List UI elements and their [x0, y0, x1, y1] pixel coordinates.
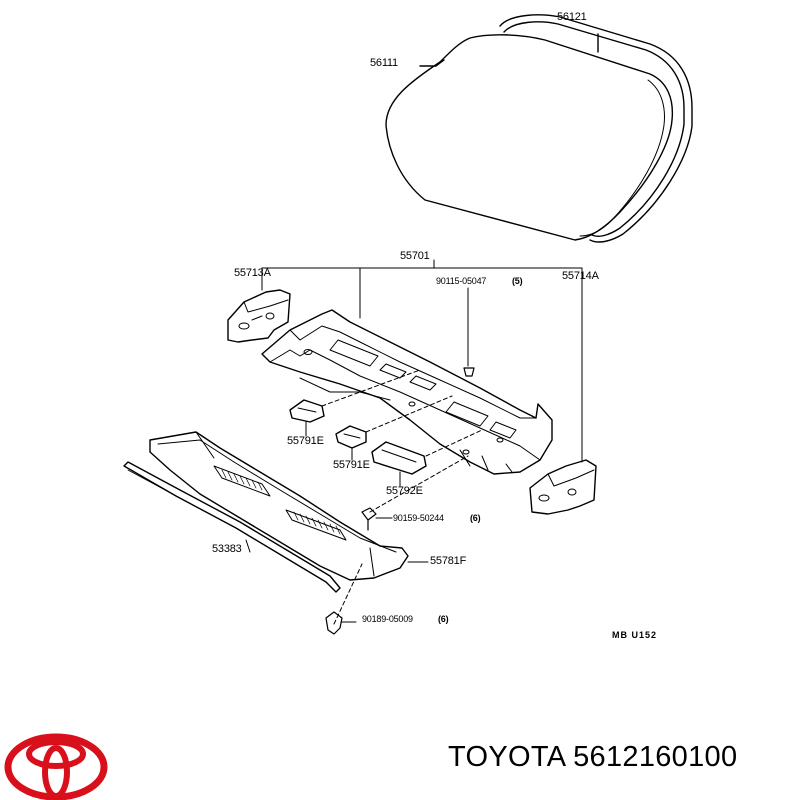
qty-90159-50244: (6) — [470, 513, 481, 523]
cowl-top-panel — [261, 309, 553, 475]
qty-90115-05047: (5) — [512, 276, 523, 286]
left-bracket — [227, 289, 291, 343]
windshield-molding — [499, 14, 693, 243]
diagram-reference: MB U152 — [612, 630, 658, 640]
retainer-55792 — [371, 441, 427, 485]
bolt — [361, 507, 393, 531]
clip — [325, 611, 357, 635]
retainer-55791-b — [335, 425, 367, 461]
assembly-lines — [321, 369, 483, 625]
label-56121: 56121 — [557, 11, 587, 23]
label-55701: 55701 — [400, 250, 430, 262]
label-90115-05047: 90115-05047 — [436, 276, 487, 286]
right-bracket — [529, 459, 597, 515]
toyota-logo-icon — [4, 733, 108, 800]
qty-90189-05009: (6) — [438, 614, 449, 624]
label-55713A: 55713A — [234, 267, 271, 279]
label-55792E: 55792E — [386, 485, 423, 497]
label-55714A: 55714A — [562, 270, 599, 282]
leader-56111 — [419, 59, 445, 67]
cowl-louver — [149, 431, 409, 581]
label-leaders — [245, 431, 429, 563]
part-caption: TOYOTA 5612160100 — [448, 741, 738, 773]
label-56111: 56111 — [370, 57, 398, 69]
windshield-inner-edge — [579, 79, 665, 237]
label-90159-50244: 90159-50244 — [393, 513, 444, 523]
label-90189-05009: 90189-05009 — [362, 614, 413, 624]
label-53383: 53383 — [212, 543, 242, 555]
leader-55701 — [261, 259, 583, 463]
label-55781F: 55781F — [430, 555, 467, 567]
screw-top — [463, 287, 475, 377]
label-55791E-b: 55791E — [333, 459, 370, 471]
label-55791E-a: 55791E — [287, 435, 324, 447]
weatherstrip — [123, 461, 341, 593]
retainer-55791-a — [289, 399, 325, 435]
